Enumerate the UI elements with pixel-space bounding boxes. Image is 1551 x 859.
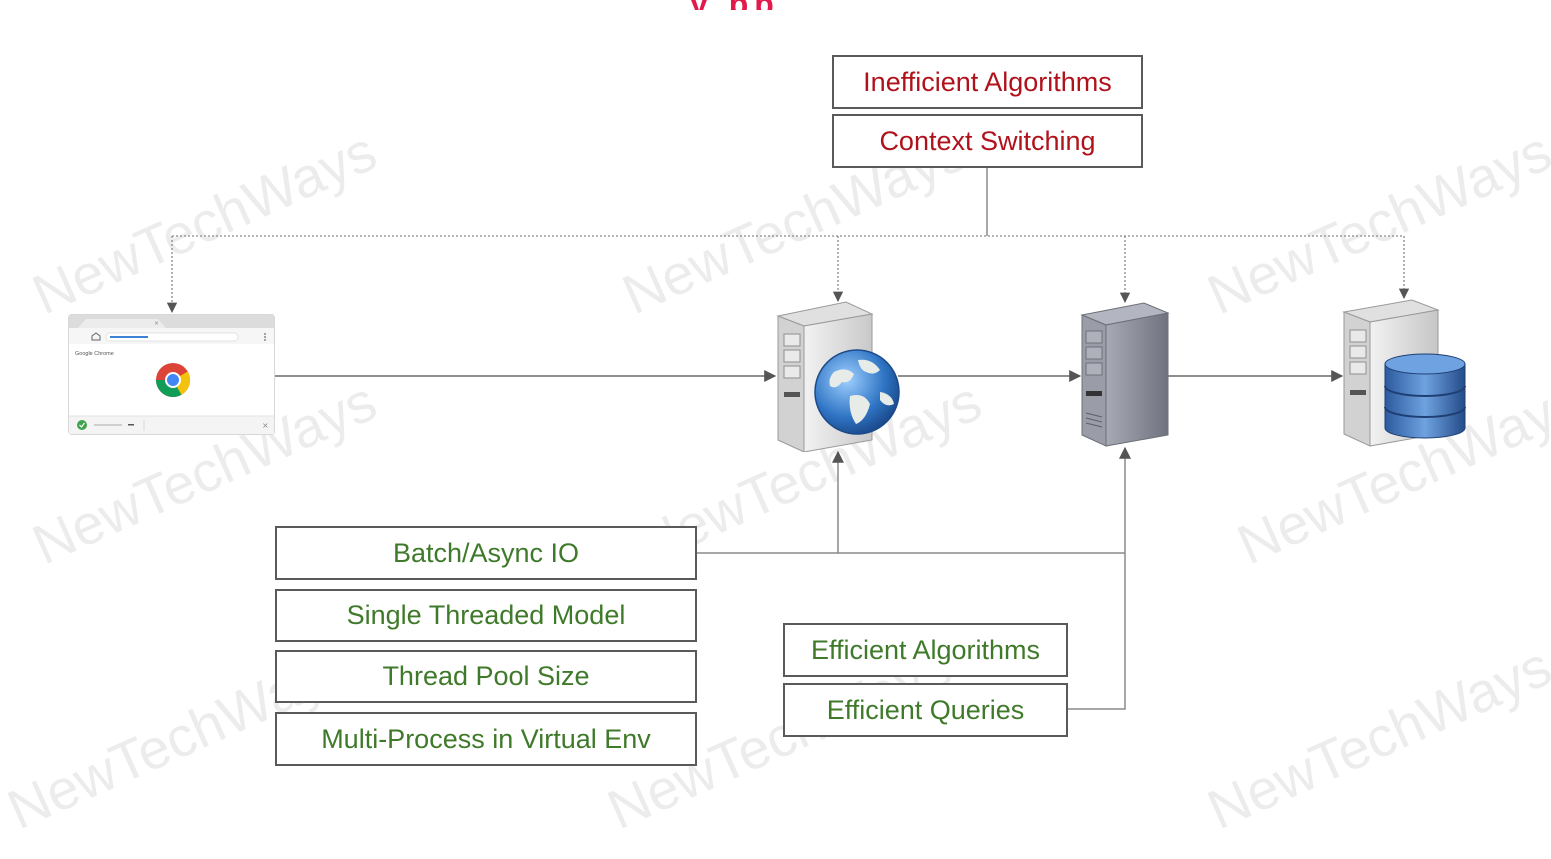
browser-brand: Google Chrome: [75, 351, 114, 357]
chrome-logo-icon: [156, 363, 190, 397]
server-globe-icon: [776, 301, 900, 453]
server-database-icon: [1342, 299, 1466, 447]
arrow-solutions-to-web: [697, 450, 844, 554]
tab-close-icon: ×: [154, 320, 159, 327]
database-server: [1342, 298, 1468, 448]
solution-box: Thread Pool Size: [275, 650, 697, 703]
arrow-solutions-to-app: [1068, 446, 1131, 710]
browser-window: × × Google Chrome: [68, 314, 275, 435]
solution-box: Batch/Async IO: [275, 526, 697, 580]
home-icon: [91, 332, 101, 341]
app-server: [1080, 301, 1172, 448]
solution-box: Single Threaded Model: [275, 589, 697, 642]
web-server: [776, 300, 902, 453]
issue-box: Context Switching: [832, 114, 1143, 168]
menu-dots-icon: [264, 333, 266, 341]
solution-box: Multi-Process in Virtual Env: [275, 712, 697, 766]
check-icon: [77, 420, 87, 430]
solution-box: Efficient Algorithms: [783, 623, 1068, 677]
solution-box: Efficient Queries: [783, 683, 1068, 737]
close-icon: ×: [262, 421, 269, 430]
title-fragment: y pp: [690, 0, 910, 10]
server-icon: [1080, 302, 1170, 447]
issue-box: Inefficient Algorithms: [832, 55, 1143, 109]
